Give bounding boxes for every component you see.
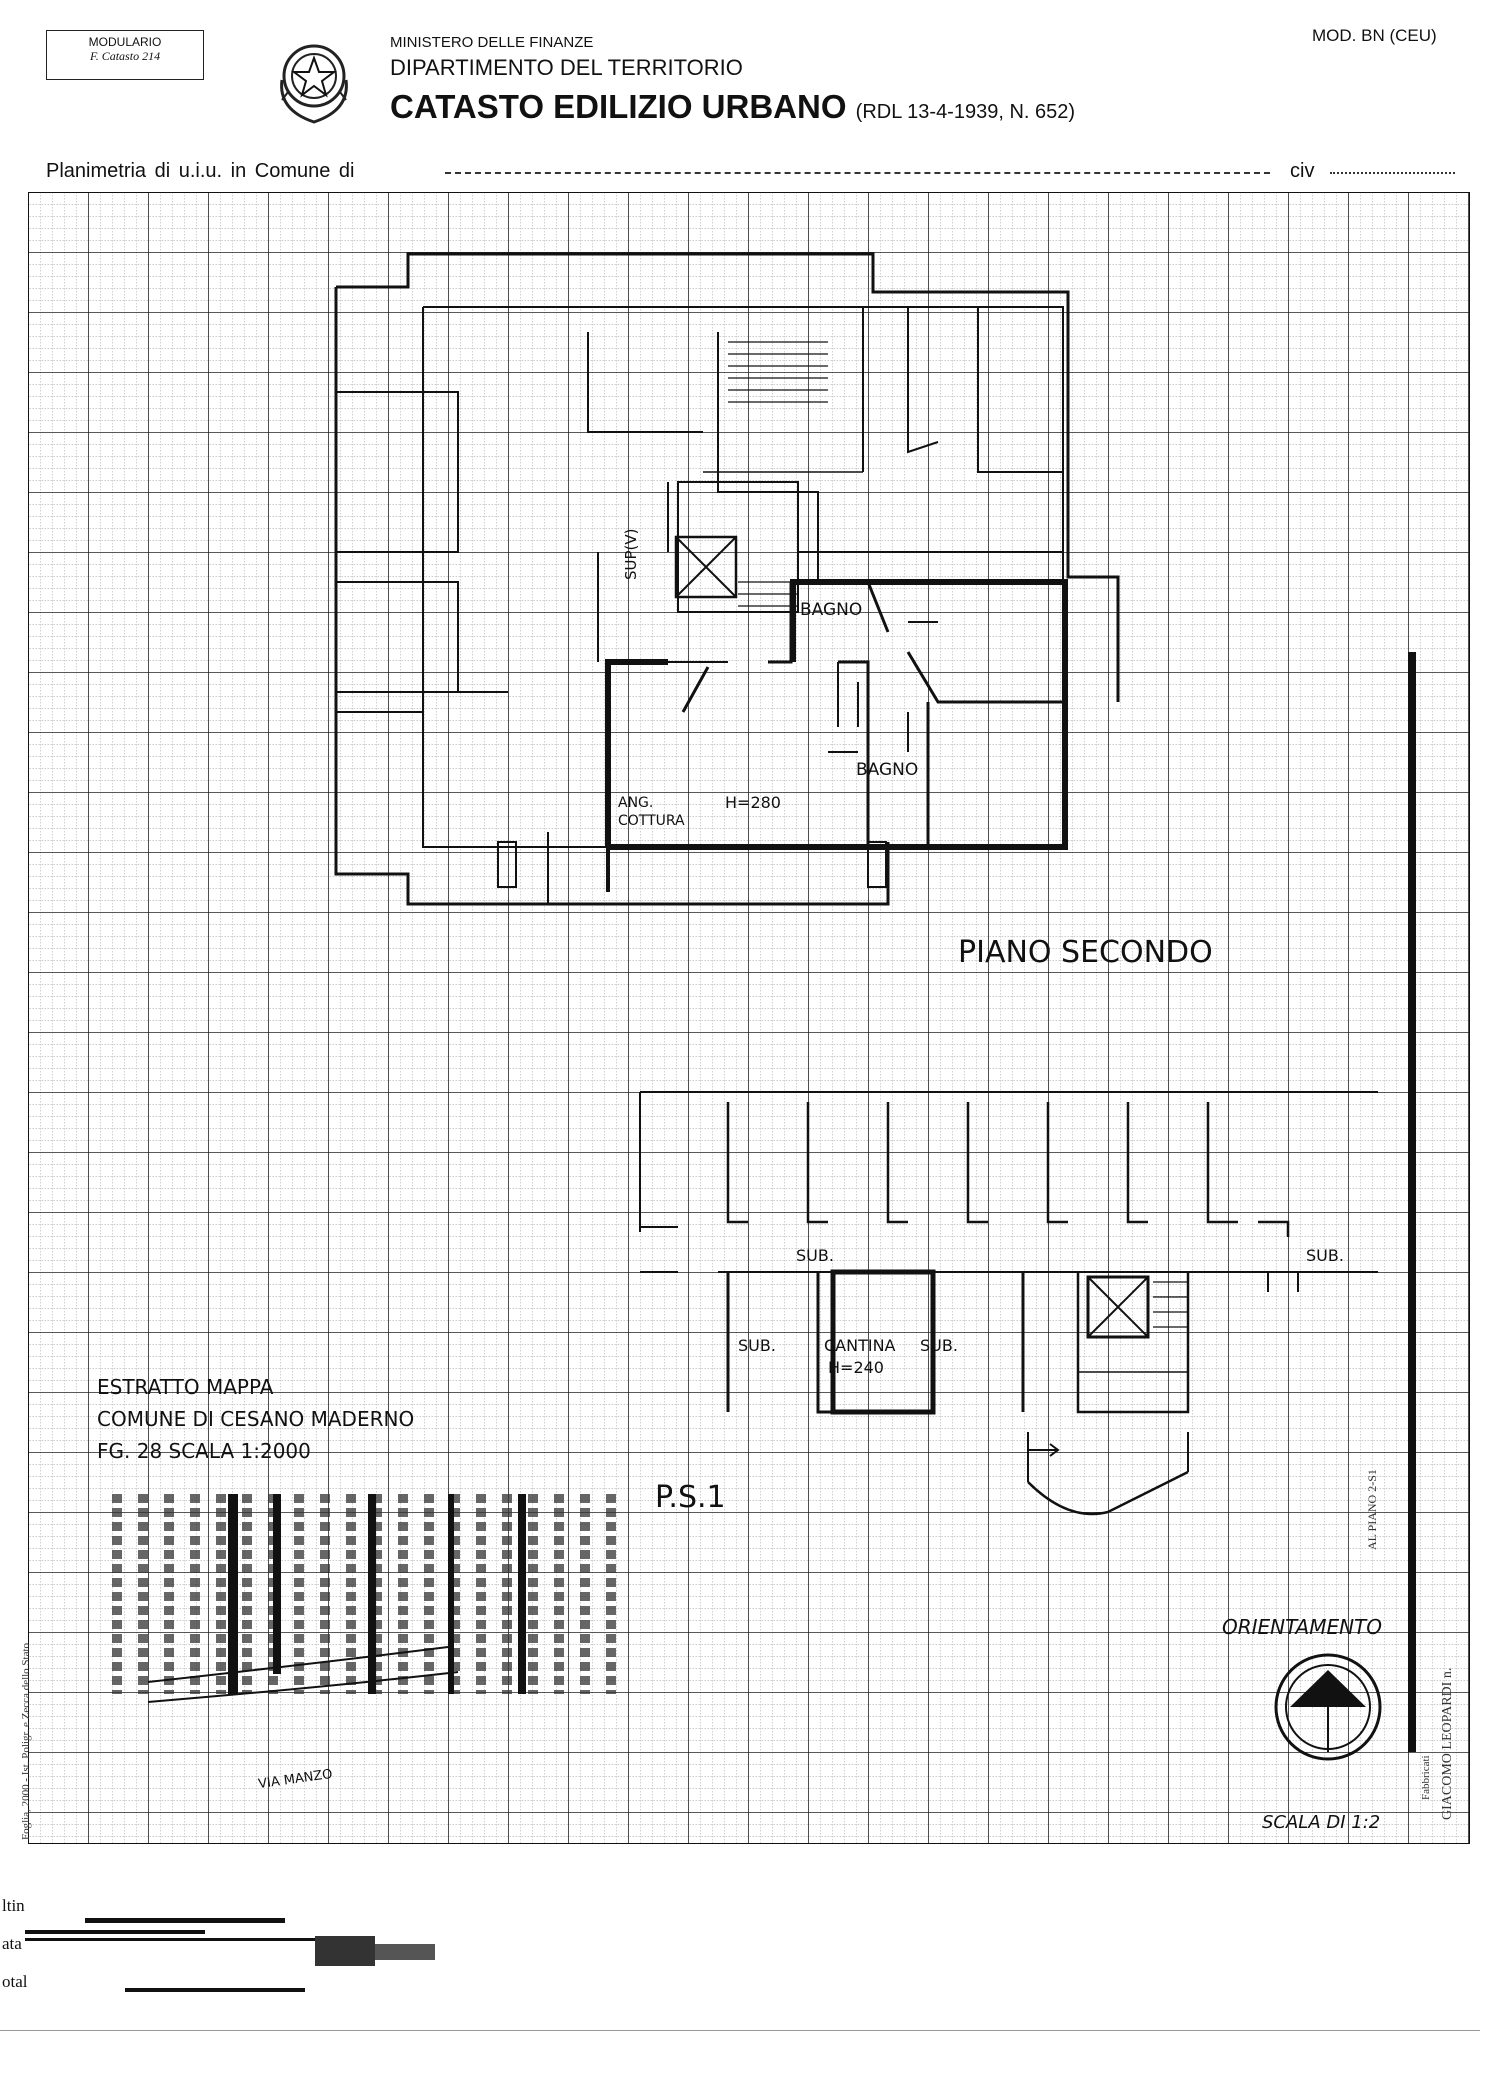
sub-label-3: SUB. bbox=[738, 1336, 776, 1355]
footer-line-1: ltin bbox=[2, 1896, 25, 1915]
room-label-bagno-1: BAGNO bbox=[800, 600, 863, 620]
title-text: CATASTO EDILIZIO URBANO bbox=[390, 88, 847, 125]
side-stamp-right-3: AL PIANO 2-S1 bbox=[1365, 1469, 1379, 1550]
modulario-box: MODULARIO F. Catasto 214 bbox=[46, 30, 204, 80]
estratto-mappa-line3: FG. 28 SCALA 1:2000 bbox=[97, 1439, 311, 1463]
planimetria-label: Planimetria di u.i.u. in Comune di bbox=[46, 160, 355, 182]
cantina-height-label: H=240 bbox=[828, 1358, 884, 1377]
side-stamp-left: Foglia, 2000 - Ist. Poligr. e Zecca dell… bbox=[20, 1642, 32, 1840]
republic-emblem-icon bbox=[280, 44, 348, 124]
ministry-label: MINISTERO DELLE FINANZE bbox=[390, 34, 594, 51]
right-margin-band bbox=[1408, 652, 1416, 1752]
side-stamp-right-1: GIACOMO LEOPARDI n. bbox=[1440, 1667, 1455, 1820]
floor-plan-sheet bbox=[28, 192, 1470, 1844]
footer-redaction-marks bbox=[25, 1918, 435, 1992]
modulario-label: MODULARIO bbox=[88, 35, 162, 49]
catasto-form-label: F. Catasto 214 bbox=[89, 49, 161, 63]
document-title: CATASTO EDILIZIO URBANO (RDL 13-4-1939, … bbox=[390, 88, 1075, 126]
floor-title-piano-secondo: PIANO SECONDO bbox=[958, 935, 1213, 970]
piano-secondo-plan bbox=[334, 252, 1120, 906]
sub-label-4: SUB. bbox=[920, 1336, 958, 1355]
sub-label-1: SUB. bbox=[796, 1246, 834, 1265]
orientation-north-arrow-icon bbox=[1274, 1653, 1382, 1761]
room-label-cottura: COTTURA bbox=[618, 813, 685, 829]
civ-label: civ bbox=[1290, 160, 1315, 182]
scale-label: SCALA DI 1:2 bbox=[1262, 1812, 1381, 1833]
sup-label: SUP(V) bbox=[622, 528, 640, 580]
ps1-title: P.S.1 bbox=[655, 1480, 726, 1515]
height-main-label: H=280 bbox=[725, 793, 781, 812]
estratto-mappa-map bbox=[100, 1494, 620, 1703]
civ-blank-line bbox=[1330, 172, 1455, 174]
side-stamp-right-2: Fabbricati bbox=[1420, 1755, 1432, 1800]
orientamento-label: ORIENTAMENTO bbox=[1222, 1615, 1383, 1639]
rdl-reference: (RDL 13-4-1939, N. 652) bbox=[855, 101, 1076, 123]
comune-blank-line bbox=[445, 172, 1270, 174]
ps1-plan bbox=[639, 1091, 1378, 1516]
sub-label-2: SUB. bbox=[1306, 1246, 1344, 1265]
footer-line-2: ata bbox=[2, 1934, 22, 1953]
footer-line-3: otal bbox=[2, 1972, 28, 1991]
department-label: DIPARTIMENTO DEL TERRITORIO bbox=[390, 55, 743, 80]
bottom-border-line bbox=[0, 2030, 1480, 2031]
room-label-ang: ANG. bbox=[618, 795, 654, 811]
room-label-bagno-2: BAGNO bbox=[856, 760, 919, 780]
cantina-label: CANTINA bbox=[824, 1336, 896, 1355]
model-code: MOD. BN (CEU) bbox=[1312, 26, 1437, 45]
estratto-mappa-line1: ESTRATTO MAPPA bbox=[97, 1375, 274, 1399]
estratto-mappa-line2: COMUNE DI CESANO MADERNO bbox=[97, 1407, 415, 1431]
